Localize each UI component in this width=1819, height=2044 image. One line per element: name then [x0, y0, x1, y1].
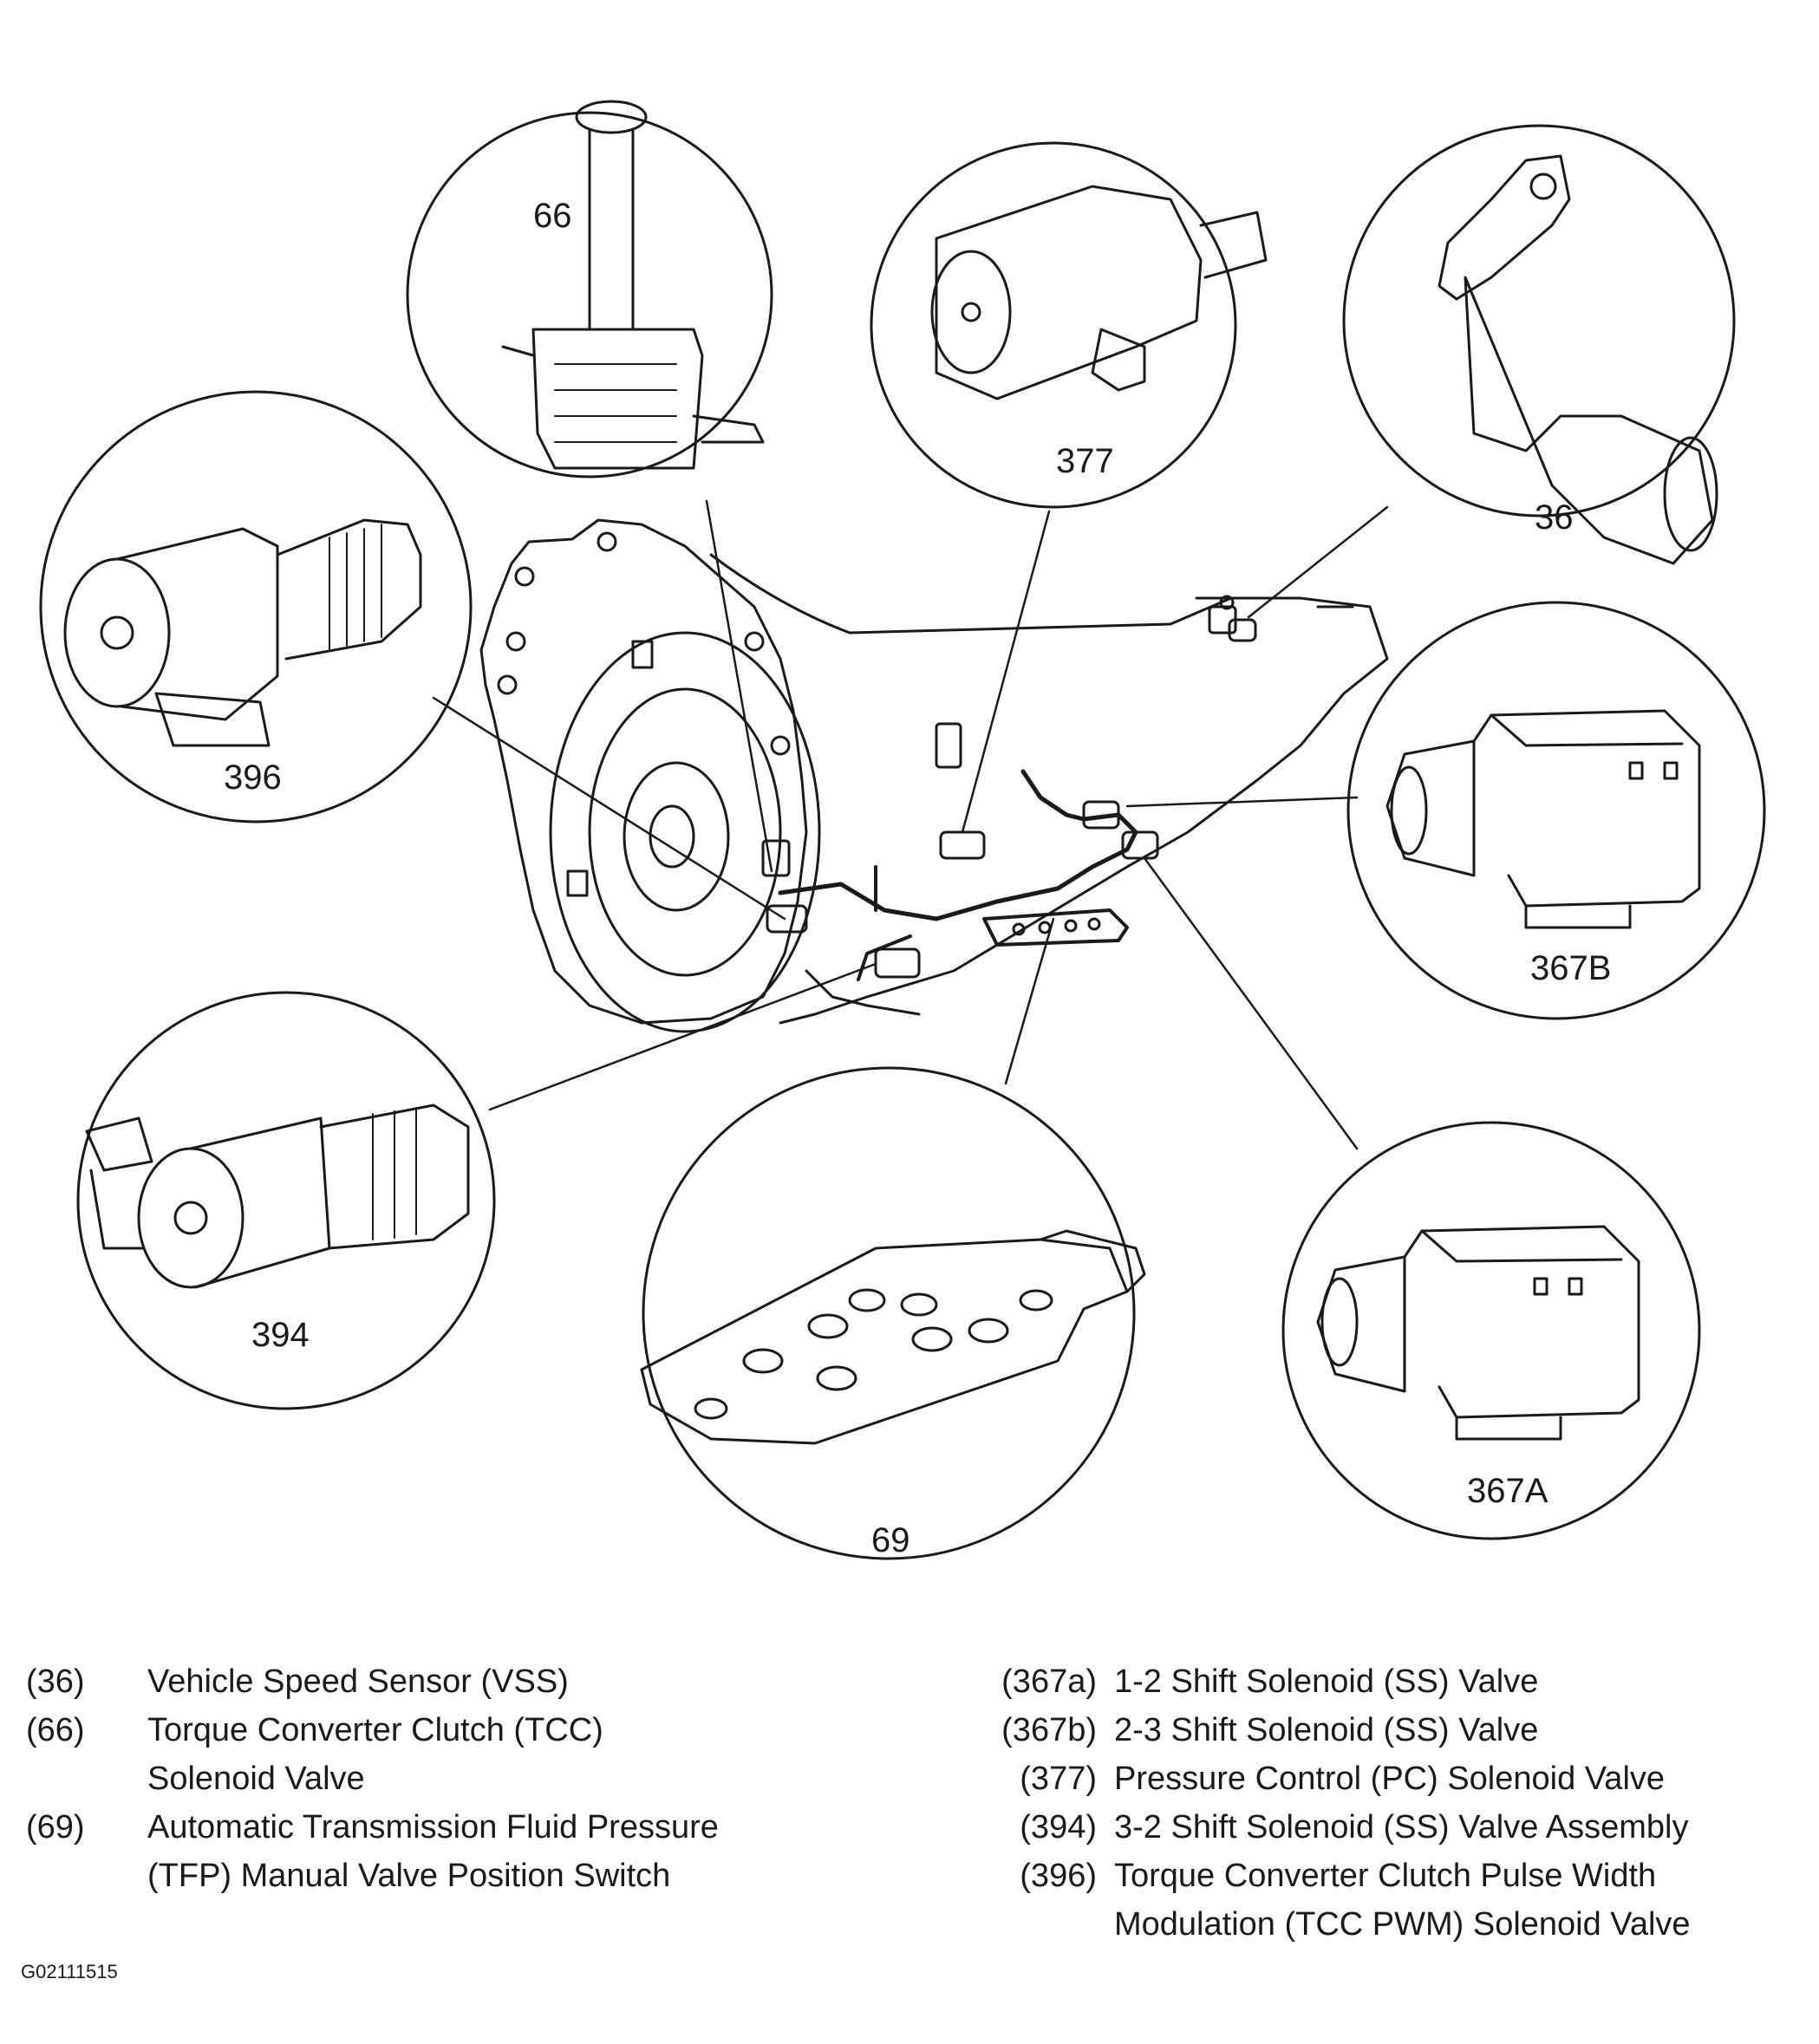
legend-description: 3-2 Shift Solenoid (SS) Valve Assembly	[1114, 1809, 1689, 1845]
legend-row: (367a) 1-2 Shift Solenoid (SS) Valve	[954, 1657, 1803, 1706]
callout-label-367b: 367B	[1530, 949, 1611, 987]
legend-description: Automatic Transmission Fluid Pressure (T…	[147, 1809, 719, 1894]
callout-377: 377	[870, 141, 1268, 509]
pc-solenoid-sketch	[930, 185, 1268, 400]
tcc-pwm-solenoid-sketch	[63, 518, 422, 747]
legend-description: Torque Converter Clutch (TCC) Solenoid V…	[147, 1712, 603, 1797]
shift-solenoid-32-sketch	[85, 1103, 470, 1289]
legend-right: (367a) 1-2 Shift Solenoid (SS) Valve (36…	[954, 1657, 1803, 1949]
legend-number: (36)	[26, 1663, 85, 1700]
shift-solenoid-a-sketch	[1316, 1225, 1640, 1441]
legend-row: (377) Pressure Control (PC) Solenoid Val…	[954, 1754, 1803, 1803]
callout-label-36: 36	[1535, 498, 1574, 537]
legend-description: Torque Converter Clutch Pulse Width Modu…	[1114, 1858, 1691, 1943]
callout-label-377: 377	[1056, 442, 1114, 480]
callout-367b: 367B	[1346, 601, 1766, 1020]
callout-label-394: 394	[251, 1316, 310, 1354]
legend-number: (367b)	[1001, 1712, 1097, 1748]
callout-66: 66	[406, 100, 773, 478]
legend-row: (36) Vehicle Speed Sensor (VSS)	[26, 1657, 893, 1706]
legend-number: (69)	[26, 1809, 85, 1845]
callout-label-396: 396	[224, 758, 282, 797]
callout-394: 394	[76, 991, 496, 1410]
figure-code: G02111515	[21, 1961, 118, 1982]
legend-description: 2-3 Shift Solenoid (SS) Valve	[1114, 1712, 1539, 1748]
transmission-diagram: 66 377 36	[39, 100, 1766, 1560]
legend-left: (36) Vehicle Speed Sensor (VSS) (66) Tor…	[26, 1657, 893, 1900]
legend-number: (367a)	[1001, 1663, 1097, 1700]
vss-sketch	[1438, 154, 1718, 565]
shift-solenoid-b-sketch	[1385, 709, 1701, 929]
legend-number: (66)	[26, 1712, 85, 1748]
legend-row: (69) Automatic Transmission Fluid Pressu…	[26, 1803, 893, 1900]
callout-69: 69	[640, 1066, 1146, 1560]
legend-description: 1-2 Shift Solenoid (SS) Valve	[1114, 1663, 1539, 1700]
legend-description: Vehicle Speed Sensor (VSS)	[147, 1663, 569, 1700]
transmission-case	[479, 518, 1389, 1033]
callout-396: 396	[39, 390, 473, 823]
legend-number: (394)	[1020, 1809, 1097, 1845]
legend-row: (66) Torque Converter Clutch (TCC) Solen…	[26, 1706, 893, 1803]
callout-36: 36	[1342, 124, 1736, 565]
callout-label-367a: 367A	[1467, 1472, 1548, 1510]
tfp-switch-sketch	[640, 1229, 1146, 1445]
legend-number: (377)	[1020, 1761, 1097, 1797]
callout-label-66: 66	[533, 197, 572, 235]
callout-label-69: 69	[871, 1521, 910, 1559]
tcc-solenoid-sketch	[501, 100, 765, 470]
legend-row: (367b) 2-3 Shift Solenoid (SS) Valve	[954, 1706, 1803, 1754]
legend-row: (396) Torque Converter Clutch Pulse Widt…	[954, 1852, 1803, 1949]
legend-number: (396)	[1020, 1858, 1097, 1894]
leader-lines	[432, 499, 1389, 1150]
callout-367a: 367A	[1281, 1121, 1701, 1540]
legend-description: Pressure Control (PC) Solenoid Valve	[1114, 1761, 1666, 1797]
legend-row: (394) 3-2 Shift Solenoid (SS) Valve Asse…	[954, 1803, 1803, 1852]
